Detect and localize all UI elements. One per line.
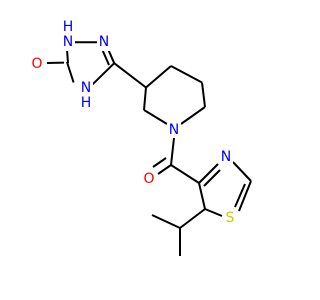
- bond-pip-n-c2: [143, 109, 168, 125]
- bond-c5-isopropyl: [179, 208, 206, 229]
- atom-thiazole-s: S: [223, 210, 237, 226]
- atom-triazole-n1h-h: H: [63, 19, 74, 35]
- atom-hydroxy-o-text: O: [31, 56, 42, 72]
- atom-triazole-n4h-h: H: [81, 95, 92, 111]
- bond-thz-s1-c5: [204, 208, 223, 217]
- bond-pip-c6-n: [180, 106, 206, 125]
- bond-isopropyl-ch3b: [151, 214, 181, 229]
- atom-thiazole-n-text: N: [221, 149, 231, 165]
- atom-triazole-n1h: N H: [61, 19, 75, 51]
- bond-pip-c2-c3: [143, 87, 147, 111]
- bond-carbonyl-o: [157, 164, 172, 175]
- atom-carbonyl-o: O: [142, 171, 156, 187]
- bond-pip-c5-c6: [201, 82, 206, 108]
- atom-triazole-n4h: N H: [79, 80, 93, 111]
- atom-triazole-n4h-text: N: [81, 80, 91, 96]
- atom-thiazole-n: N: [219, 149, 233, 165]
- bond-thz-c4-n3: [198, 163, 219, 184]
- atom-hydroxy-o: O: [31, 56, 45, 72]
- chemical-structure: O N H N N H N O: [31, 19, 252, 256]
- atom-carbonyl-o-text: O: [143, 171, 154, 187]
- bond-pip-c4-c5: [170, 65, 203, 84]
- bond-carbonyl-thiazole: [170, 164, 200, 184]
- atom-triazole-n1h-text: N: [63, 34, 73, 50]
- bond-thz-c2-s1: [238, 180, 252, 212]
- bond-thz-c5-c4: [198, 182, 206, 210]
- bond-n-carbonyl: [170, 137, 175, 166]
- atom-triazole-n2-text: N: [99, 34, 109, 50]
- atom-piperidine-n-text: N: [169, 122, 179, 138]
- atom-piperidine-n: N: [167, 122, 181, 138]
- bond-triazole-piperidine: [113, 62, 147, 89]
- bond-thz-c4-n3-double: [203, 169, 221, 187]
- atom-labels: O N H N N H N O: [31, 19, 237, 226]
- bond-thz-n3-c2: [232, 161, 252, 182]
- bond-pip-c3-c4: [145, 65, 172, 89]
- bond-c5-n4: [91, 62, 115, 86]
- bond-carbonyl-o-double: [152, 157, 167, 168]
- atom-thiazole-s-text: S: [226, 210, 235, 226]
- bond-n2-c5-double: [101, 48, 110, 66]
- atom-triazole-n2: N: [97, 34, 111, 51]
- bond-thz-c2-s1-double: [234, 183, 246, 208]
- bond-c3-n4: [66, 61, 75, 83]
- bonds: [46, 41, 252, 256]
